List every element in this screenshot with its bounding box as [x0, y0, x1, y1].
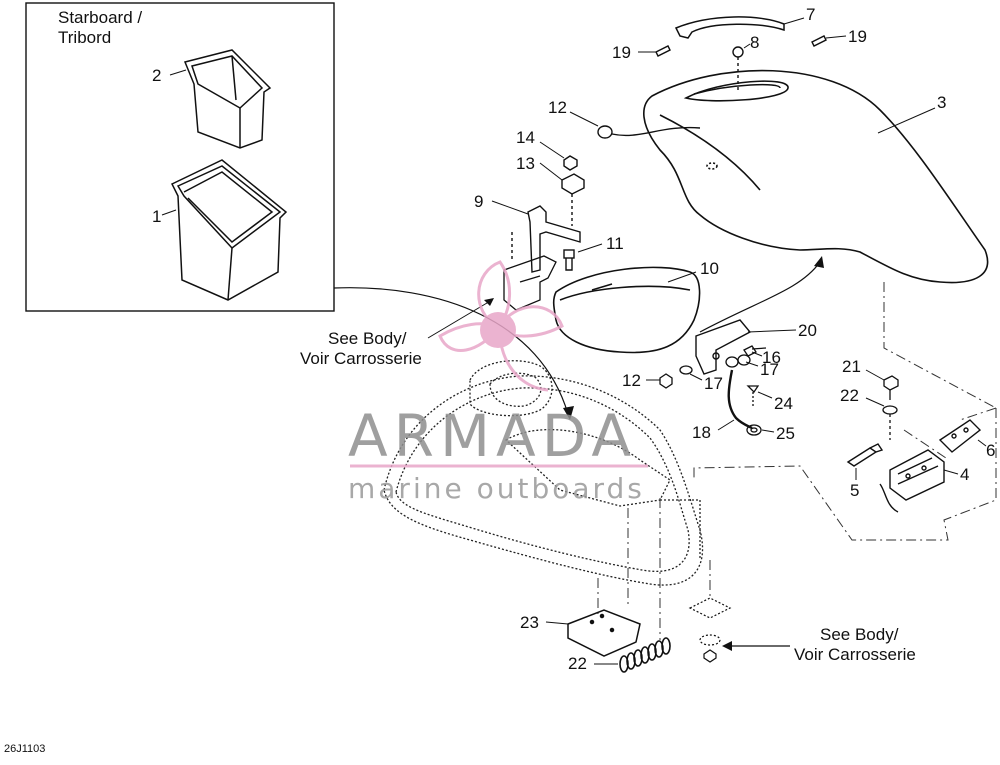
see-body-left-line1: See Body/ [328, 329, 407, 348]
alignment-lines [597, 282, 997, 640]
nut-part [563, 155, 578, 171]
clip-nut-part [561, 173, 585, 226]
hinge-plate-part [938, 419, 982, 453]
screw-25-part [746, 385, 760, 408]
bolt-part [563, 249, 575, 271]
bolt-21-part [883, 375, 899, 400]
see-body-right-line1: See Body/ [820, 625, 899, 644]
spring-part [619, 637, 671, 673]
connector-arrow-hood [699, 256, 824, 333]
hinge-pin-part [846, 443, 884, 467]
callout-9: 9 [474, 192, 483, 211]
callout-13: 13 [516, 154, 535, 173]
callout-6: 6 [986, 441, 995, 460]
hinge-part [879, 449, 945, 513]
watermark-brand: ARMADA [348, 402, 637, 470]
callout-8: 8 [750, 33, 759, 52]
callout-25: 24 [774, 394, 793, 413]
see-body-right-line2: Voir Carrosserie [794, 645, 916, 664]
callout-21: 21 [842, 357, 861, 376]
base-plate-part [567, 609, 641, 657]
callout-19-left: 19 [612, 43, 631, 62]
pin-part-right [811, 35, 827, 47]
pin-part-left [655, 45, 671, 57]
callout-5: 5 [850, 481, 859, 500]
hull-outline [383, 360, 704, 586]
plug-part [597, 125, 701, 139]
trim-strip-part [674, 16, 785, 39]
callout-19-right: 19 [848, 27, 867, 46]
washer-part [679, 354, 751, 375]
callout-3: 3 [937, 93, 946, 112]
watermark-tagline: marine outboards [348, 472, 645, 505]
callout-1: 1 [152, 207, 161, 226]
see-body-left-line2: Voir Carrosserie [300, 349, 422, 368]
starboard-inset: Starboard / Tribord 2 1 [25, 2, 335, 312]
inset-label-line2: Tribord [58, 28, 111, 47]
drawing-code: 26J1103 [4, 743, 45, 755]
locknut-part [659, 373, 673, 389]
callout-4: 4 [960, 465, 969, 484]
callout-10: 10 [700, 259, 719, 278]
callout-20: 20 [798, 321, 817, 340]
bin-large-part [170, 159, 288, 301]
see-body-arrow-left [333, 287, 574, 420]
mount-hardware-stack [688, 597, 732, 663]
hood-cover-part [643, 69, 989, 284]
callout-16: 16 [762, 348, 781, 367]
callout-17-left: 17 [704, 374, 723, 393]
bracket-part [511, 205, 581, 273]
bin-small-part [183, 49, 272, 149]
plate-bracket-part [695, 319, 752, 375]
callout-7: 7 [806, 5, 815, 24]
armada-watermark: ARMADA marine outboards [348, 260, 648, 505]
ground-cable-part [727, 369, 753, 430]
callout-23: 22 [568, 654, 587, 673]
callout-14: 14 [516, 128, 535, 147]
screw-part [743, 345, 767, 357]
callout-17-right: 17 [760, 360, 779, 379]
callout-18: 18 [692, 423, 711, 442]
washer-26-part [746, 424, 762, 436]
callout-26: 25 [776, 424, 795, 443]
washer-22-part [882, 405, 898, 440]
propeller-logo-icon [438, 260, 564, 392]
inset-label-line1: Starboard / [58, 8, 142, 27]
mount-bracket-assembly [503, 255, 557, 311]
callout-15: 12 [548, 98, 567, 117]
callout-11: 11 [606, 234, 624, 253]
callout-2: 2 [152, 66, 161, 85]
callout-22: 22 [840, 386, 859, 405]
callout-12: 12 [622, 371, 641, 390]
see-body-arrow-right [722, 641, 790, 651]
callout-24: 23 [520, 613, 539, 632]
fastener-part [732, 46, 744, 90]
pad-part [552, 266, 701, 354]
